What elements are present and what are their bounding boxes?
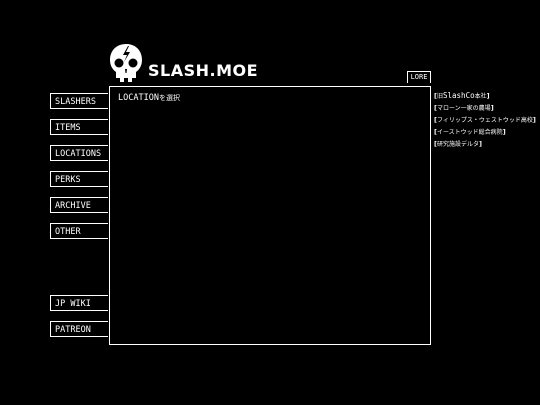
location-prefix: 旧: [436, 93, 443, 100]
nav-items-button[interactable]: ITEMS: [50, 119, 108, 135]
nav-archive-button[interactable]: ARCHIVE: [50, 197, 108, 213]
lore-tab[interactable]: LORE: [407, 71, 431, 83]
location-item-slashco-hq[interactable]: [旧SlashCo本社]: [434, 91, 490, 100]
location-item-eastwood-hospital[interactable]: [イーストウッド総合病院]: [434, 128, 506, 136]
panel-title-sub: を選択: [158, 94, 180, 102]
location-item-malone-farm[interactable]: [マローン一家の農場]: [434, 104, 494, 112]
nav-other-button[interactable]: OTHER: [50, 223, 108, 239]
location-item-research-delta[interactable]: [研究施設デルタ]: [434, 140, 482, 148]
nav-slashers-button[interactable]: SLASHERS: [50, 93, 108, 109]
location-name: SlashCo: [443, 91, 475, 100]
nav-locations-button[interactable]: LOCATIONS: [50, 145, 108, 161]
location-label: 研究施設デルタ: [436, 141, 479, 148]
nav-jp-wiki-button[interactable]: JP WIKI: [50, 295, 108, 311]
site-name: SLASH.MOE: [148, 61, 259, 80]
nav-perks-button[interactable]: PERKS: [50, 171, 108, 187]
skull-icon: [110, 44, 142, 82]
location-label: フィリップス・ウェストウッド高校: [436, 117, 533, 124]
location-list: [旧SlashCo本社] [マローン一家の農場] [フィリップス・ウェストウッド…: [434, 90, 540, 150]
content-panel: LOCATIONを選択: [109, 86, 431, 345]
location-label: マローン一家の農場: [436, 105, 491, 112]
nav-patreon-button[interactable]: PATREON: [50, 321, 108, 337]
location-suffix: 本社: [474, 93, 487, 100]
panel-title-main: LOCATION: [118, 93, 159, 103]
site-logo[interactable]: SLASH.MOE: [108, 40, 258, 84]
panel-title: LOCATIONを選択: [118, 93, 180, 103]
location-item-westwood-high[interactable]: [フィリップス・ウェストウッド高校]: [434, 116, 536, 124]
location-label: イーストウッド総合病院: [436, 129, 503, 136]
